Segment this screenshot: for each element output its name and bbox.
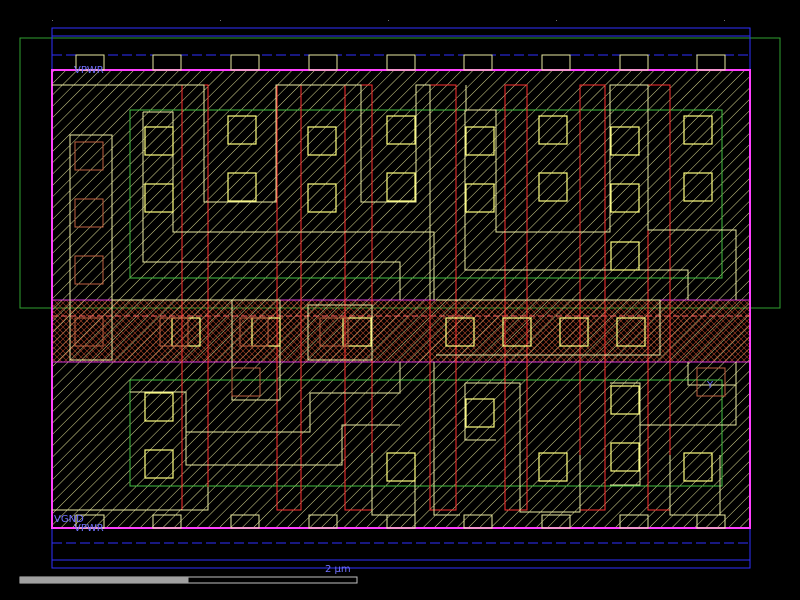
vpwr-label-bottom: VPWR bbox=[74, 523, 104, 534]
power-rail-bottom bbox=[51, 527, 751, 569]
contacts bbox=[144, 115, 713, 482]
rail-ticks bbox=[75, 54, 726, 529]
scale-label: 2 µm bbox=[325, 564, 351, 575]
y-pin-label: Y bbox=[706, 380, 714, 391]
n-diffusion bbox=[129, 379, 723, 487]
vpwr-label-top: VPWR bbox=[74, 65, 104, 76]
metal1-fill bbox=[52, 70, 750, 528]
vgnd-label: VGND bbox=[54, 514, 84, 525]
grid-dots bbox=[52, 20, 725, 21]
scale-bar-fill bbox=[20, 577, 189, 583]
tap-contacts bbox=[74, 141, 726, 397]
p-diffusion bbox=[129, 109, 723, 279]
power-rail-top bbox=[51, 27, 751, 71]
poly-band bbox=[51, 299, 751, 363]
metal1-routing bbox=[52, 84, 737, 516]
